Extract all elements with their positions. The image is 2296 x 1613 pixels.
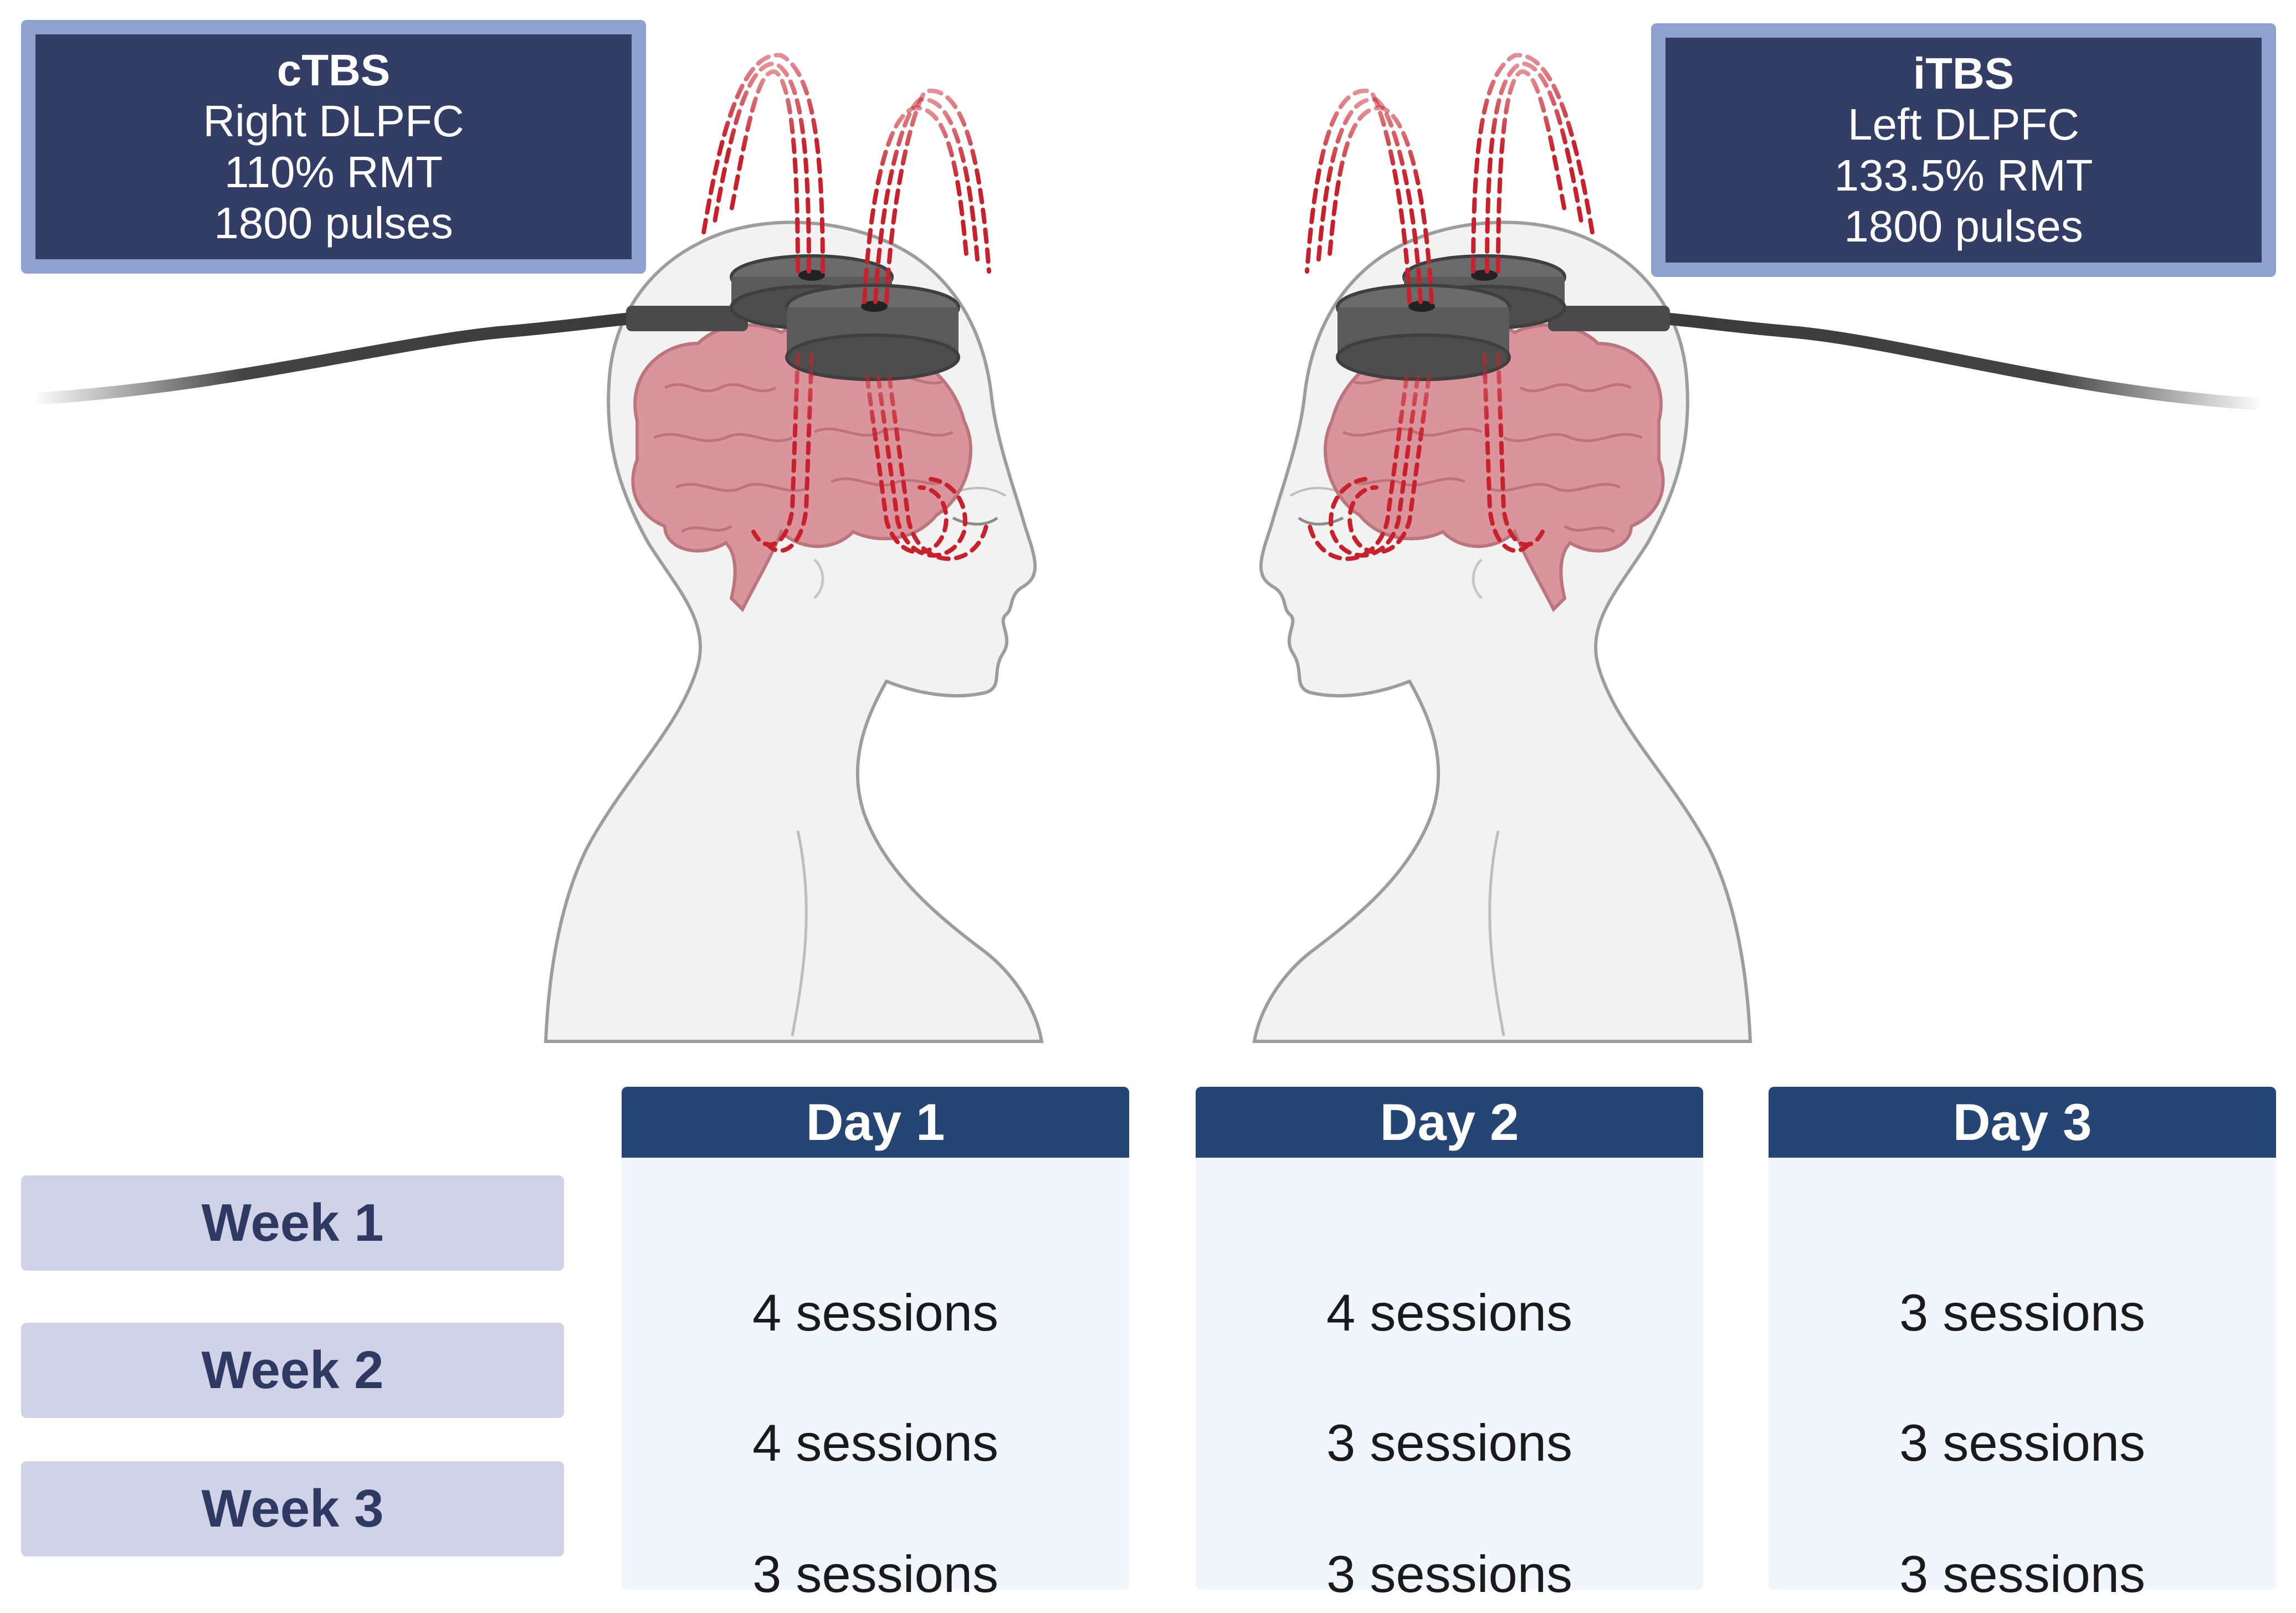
ctbs-target: Right DLPFC <box>203 96 464 146</box>
right-magnetic-field-lines <box>1305 53 1595 561</box>
right-head-figure <box>1252 220 1752 1043</box>
itbs-target: Left DLPFC <box>1848 100 2079 149</box>
ctbs-title: cTBS <box>276 45 391 95</box>
day-header-2: Day 2 <box>1196 1087 1703 1158</box>
session-count-week1-day1: 4 sessions <box>752 1283 999 1342</box>
session-count-week3-day1: 3 sessions <box>752 1545 999 1603</box>
itbs-pulses: 1800 pulses <box>1844 202 2083 251</box>
itbs-intensity: 133.5% RMT <box>1834 151 2093 200</box>
ctbs-intensity: 110% RMT <box>224 147 443 197</box>
session-count-week1-day3: 3 sessions <box>1899 1283 2146 1342</box>
session-count-week2-day3: 3 sessions <box>1899 1414 2146 1472</box>
right-coil-cable <box>1658 312 2269 410</box>
week-label-3: Week 3 <box>21 1461 564 1557</box>
day-column-3: Day 3 3 sessions 3 sessions 3 sessions <box>1769 1087 2276 1603</box>
tms-illustration <box>27 53 2269 1043</box>
session-count-week1-day2: 4 sessions <box>1326 1283 1573 1342</box>
day-header-3: Day 3 <box>1769 1087 2276 1158</box>
itbs-title: iTBS <box>1913 49 2015 98</box>
itbs-protocol-box: iTBS Left DLPFC 133.5% RMT 1800 pulses <box>1651 23 2276 277</box>
ctbs-pulses: 1800 pulses <box>214 198 453 248</box>
session-count-week3-day3: 3 sessions <box>1899 1545 2146 1603</box>
day-body-2: 4 sessions 3 sessions 3 sessions <box>1196 1158 1703 1603</box>
session-count-week3-day2: 3 sessions <box>1326 1545 1573 1603</box>
day-column-2: Day 2 4 sessions 3 sessions 3 sessions <box>1196 1087 1703 1603</box>
ctbs-protocol-box: cTBS Right DLPFC 110% RMT 1800 pulses <box>21 20 646 274</box>
week-label-1: Week 1 <box>21 1175 564 1271</box>
left-head-figure <box>544 220 1044 1043</box>
day-header-1: Day 1 <box>622 1087 1129 1158</box>
session-count-week2-day2: 3 sessions <box>1326 1414 1573 1472</box>
week-label-2: Week 2 <box>21 1323 564 1418</box>
left-coil-cable <box>27 312 638 405</box>
day-body-1: 4 sessions 4 sessions 3 sessions <box>622 1158 1129 1603</box>
left-brain <box>631 321 972 613</box>
day-column-1: Day 1 4 sessions 4 sessions 3 sessions <box>622 1087 1129 1603</box>
right-brain <box>1324 321 1665 613</box>
day-body-3: 3 sessions 3 sessions 3 sessions <box>1769 1158 2276 1603</box>
left-magnetic-field-lines <box>701 53 991 561</box>
right-tms-coil <box>1336 254 1670 381</box>
session-count-week2-day1: 4 sessions <box>752 1414 999 1472</box>
